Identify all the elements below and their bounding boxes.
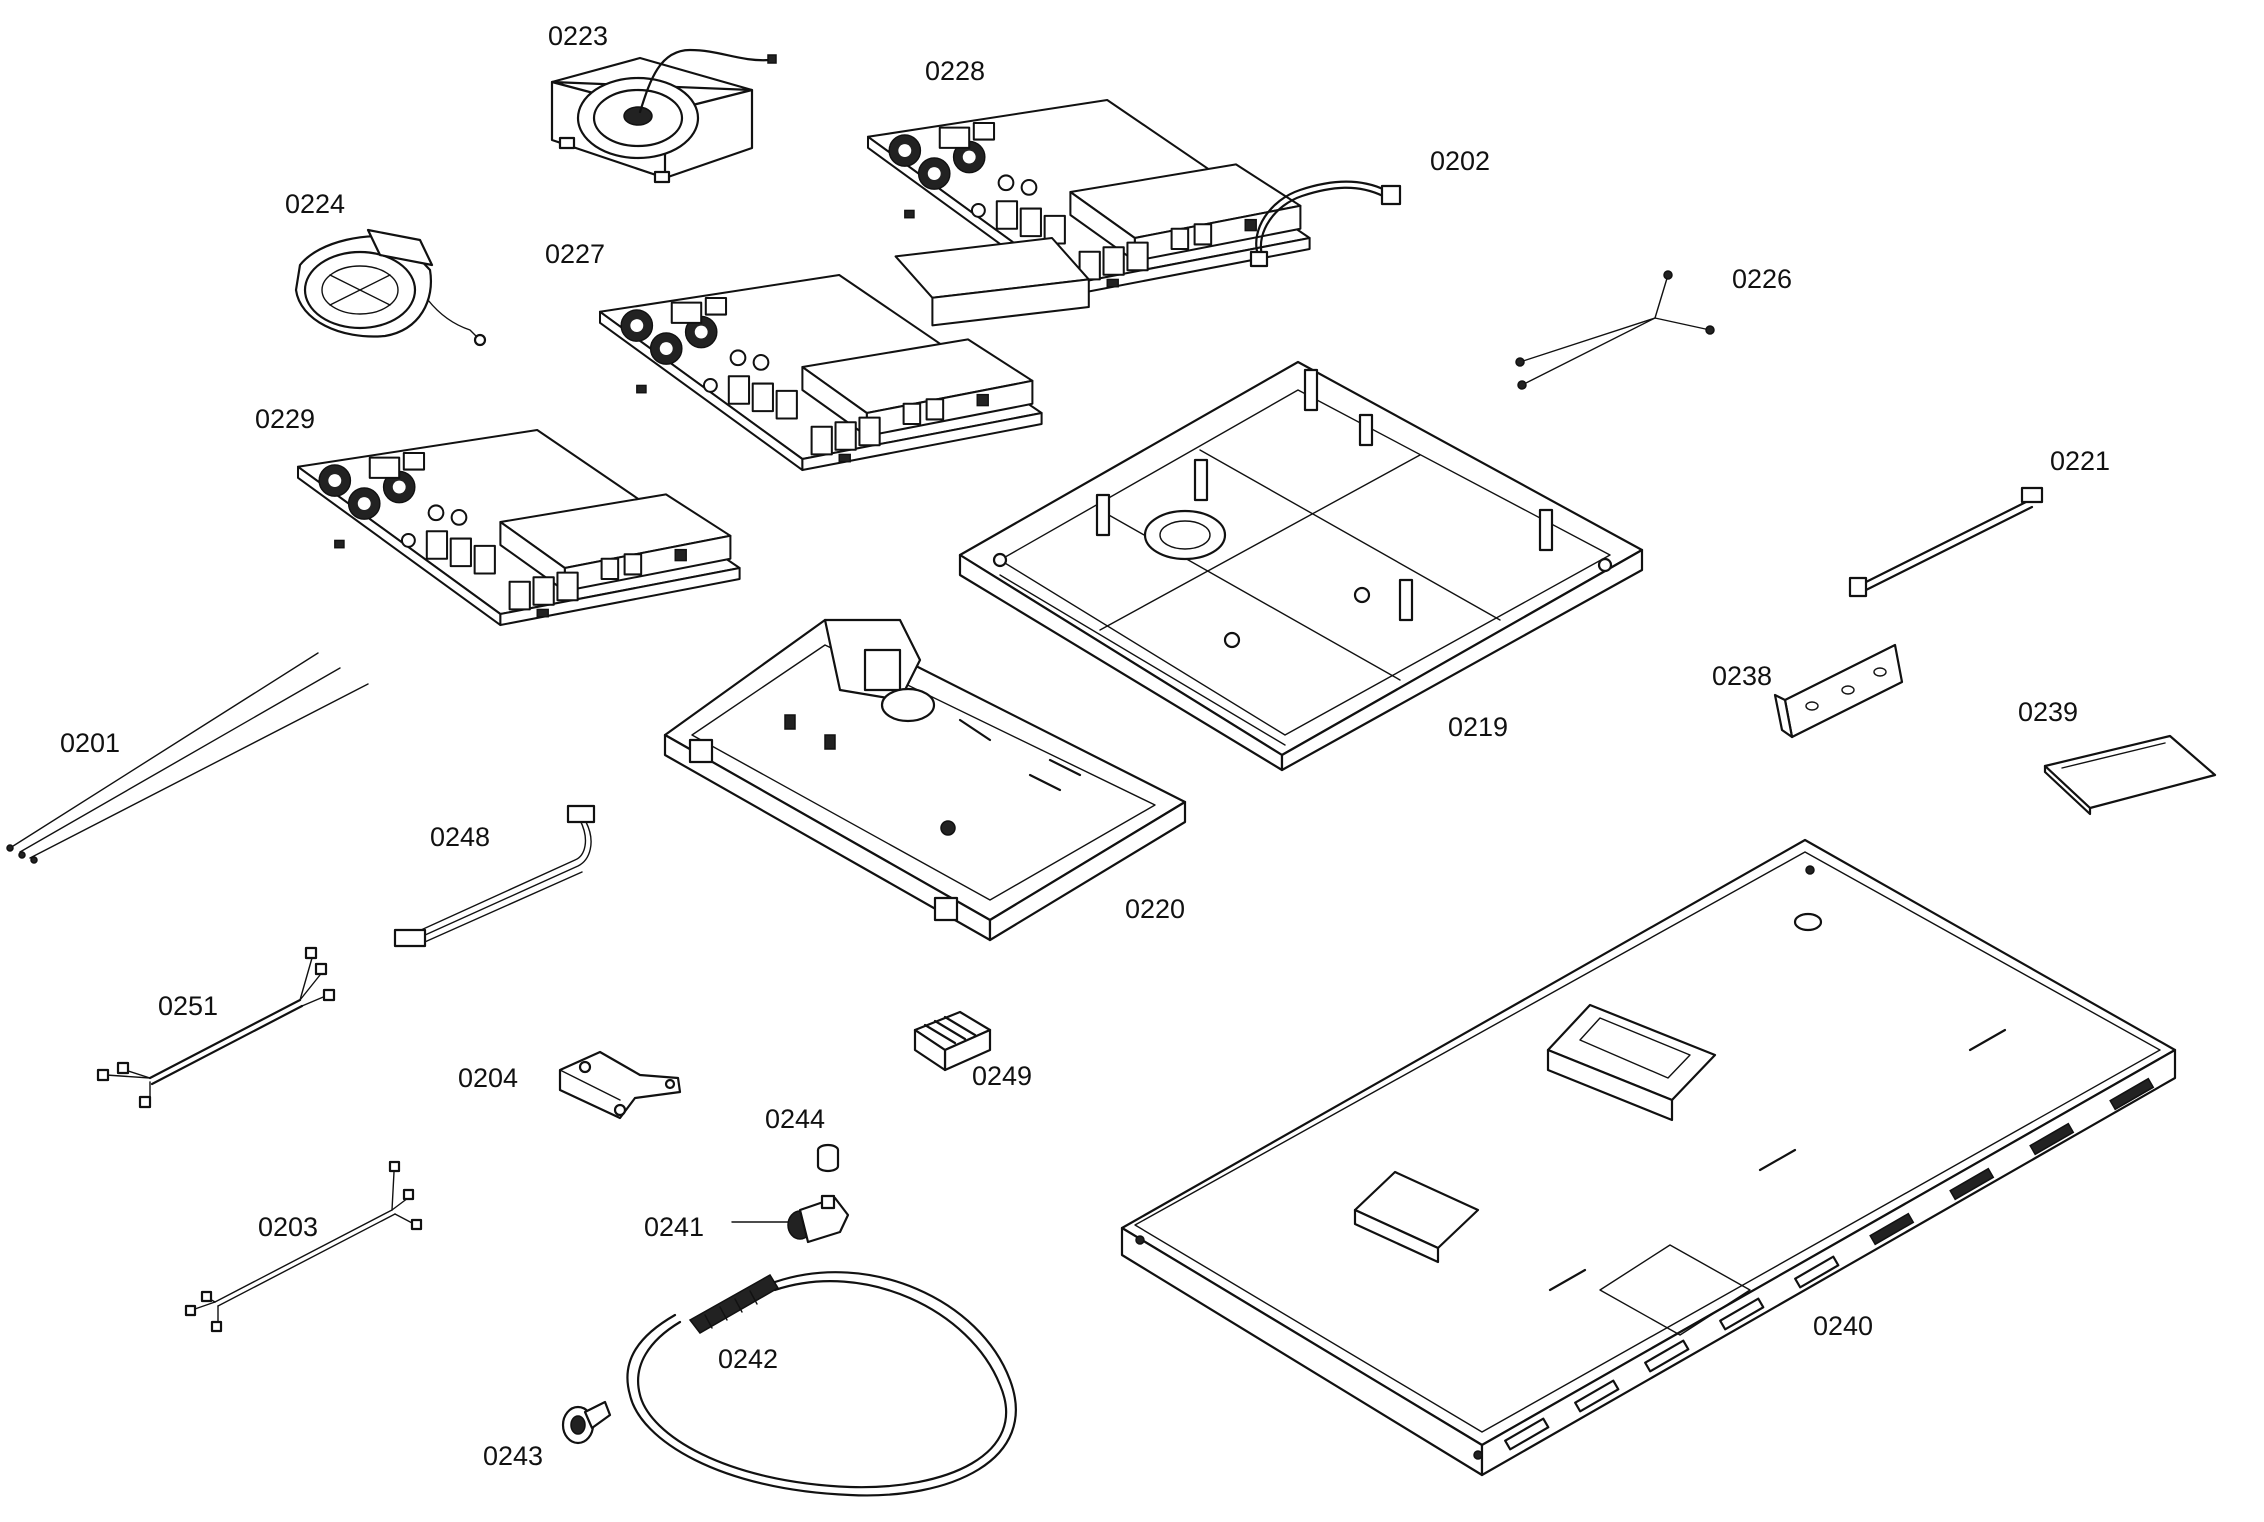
label-0203: 0203: [258, 1212, 318, 1242]
part-0229-board: [296, 428, 741, 627]
part-0221-cable: [1848, 486, 2044, 598]
part-0244-knob: [816, 1143, 840, 1173]
part-0239-plate: [2043, 734, 2217, 816]
part-0220-tray: [663, 618, 1187, 942]
part-0204-bracket: [558, 1050, 682, 1120]
label-0251: 0251: [158, 991, 218, 1021]
part-0226-sensor-wire: [1515, 270, 1715, 390]
label-0244: 0244: [765, 1104, 825, 1134]
label-0220: 0220: [1125, 894, 1185, 924]
label-0229: 0229: [255, 404, 315, 434]
label-0224: 0224: [285, 189, 345, 219]
label-0243: 0243: [483, 1441, 543, 1471]
part-0248-cable: [393, 804, 596, 948]
part-0202-cable: [1249, 180, 1402, 268]
label-0204: 0204: [458, 1063, 518, 1093]
label-0202: 0202: [1430, 146, 1490, 176]
label-0227: 0227: [545, 239, 605, 269]
label-0242: 0242: [718, 1344, 778, 1374]
label-0241: 0241: [644, 1212, 704, 1242]
part-0228-board: [866, 98, 1311, 327]
part-0241-switch: [731, 1194, 850, 1244]
part-labels: 0223 0228 0202 0224 0227 0226 0229 0221 …: [60, 21, 2110, 1471]
label-0248: 0248: [430, 822, 490, 852]
part-0219-frame: [958, 360, 1644, 772]
label-0219: 0219: [1448, 712, 1508, 742]
part-0251-harness: [96, 946, 336, 1109]
label-0226: 0226: [1732, 264, 1792, 294]
part-0224-fan-housing: [294, 228, 487, 347]
part-0249-clip: [913, 1010, 992, 1072]
part-0203-harness: [184, 1160, 423, 1333]
part-0223-fan: [550, 48, 777, 184]
part-0201-wires: [6, 652, 369, 864]
label-0239: 0239: [2018, 697, 2078, 727]
part-0240-base-pan: [1120, 838, 2177, 1477]
label-0240: 0240: [1813, 1311, 1873, 1341]
label-0238: 0238: [1712, 661, 1772, 691]
part-0243-strain-relief: [561, 1400, 612, 1445]
label-0201: 0201: [60, 728, 120, 758]
label-0221: 0221: [2050, 446, 2110, 476]
part-0242-power-cord: [626, 1271, 1017, 1497]
label-0223: 0223: [548, 21, 608, 51]
part-0238-bracket: [1773, 643, 1904, 739]
label-0228: 0228: [925, 56, 985, 86]
label-0249: 0249: [972, 1061, 1032, 1091]
